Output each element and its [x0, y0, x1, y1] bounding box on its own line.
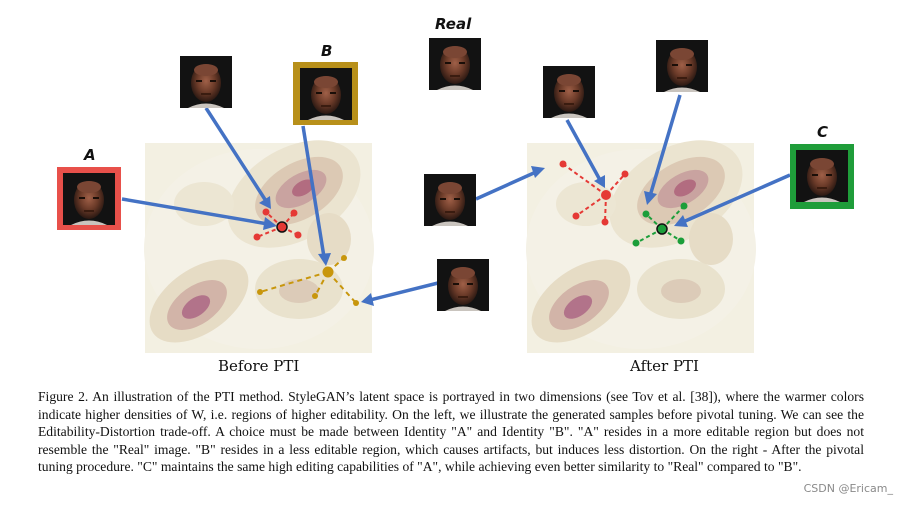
watermark: CSDN @Ericam_ — [803, 482, 893, 495]
portrait-top-left — [180, 56, 232, 108]
label-b: B — [321, 42, 333, 60]
caption-prefix: Figure 2. — [38, 389, 89, 404]
before-pti-label: Before PTI — [218, 357, 300, 375]
portrait-right-top-b — [656, 40, 708, 92]
portrait-c — [790, 144, 854, 209]
pti-figure — [57, 38, 854, 360]
right-green-points — [632, 202, 688, 247]
point-b — [322, 266, 334, 278]
left-gold-points — [257, 255, 359, 306]
portrait-real — [429, 38, 481, 90]
label-c: C — [817, 123, 829, 141]
right-red-cluster — [562, 163, 626, 223]
pivot-point-c — [656, 223, 668, 235]
portrait-a — [57, 167, 121, 230]
after-pti-label: After PTI — [630, 357, 699, 375]
portrait-right-top-a — [543, 66, 595, 118]
right-density-map — [516, 118, 762, 360]
right-red-pivot — [601, 190, 611, 200]
portrait-left-bottom — [437, 259, 489, 311]
right-red-points — [559, 160, 629, 226]
caption-body: An illustration of the PTI method. Style… — [38, 389, 864, 475]
figure-caption: Figure 2. An illustration of the PTI met… — [38, 388, 864, 476]
arrows — [121, 94, 791, 306]
label-a: A — [84, 146, 96, 164]
portrait-b — [293, 62, 358, 125]
label-real: Real — [435, 15, 472, 33]
left-density-map — [134, 118, 380, 360]
portrait-right-left — [424, 174, 476, 226]
pivot-point-a — [276, 221, 288, 233]
left-red-points — [253, 208, 302, 241]
